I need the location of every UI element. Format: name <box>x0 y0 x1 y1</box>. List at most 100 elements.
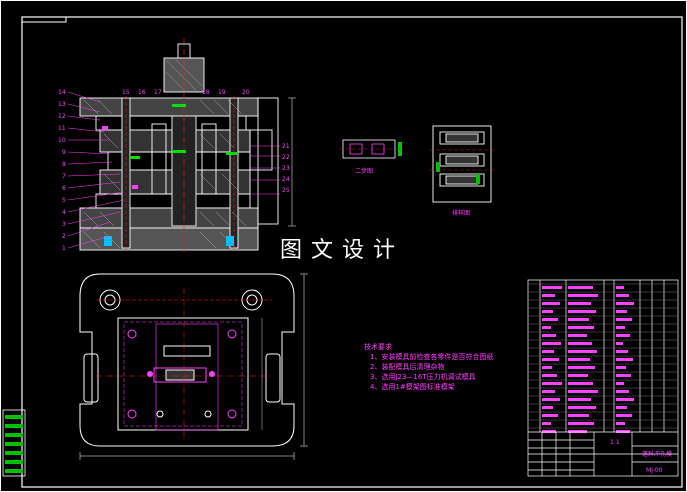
callout-number: 14 <box>58 89 66 96</box>
title-block-name: 落料冲孔模 <box>642 450 672 458</box>
parts-list-cell-mark <box>568 390 598 393</box>
parts-list-cell-mark <box>542 390 555 393</box>
parts-list-cell-mark <box>568 326 594 329</box>
parts-list-cell-mark <box>568 382 593 385</box>
parts-list-cell-mark <box>542 374 557 377</box>
callout-number: 2 <box>62 233 66 240</box>
tech-requirement-line: 2、装配模具后清理杂物 <box>370 363 445 371</box>
parts-list-cell-mark <box>542 406 553 409</box>
parts-list-cell-mark <box>616 358 633 361</box>
parts-list-cell-mark <box>542 302 560 305</box>
callout-number: 15 <box>122 89 130 96</box>
part-layout-view <box>430 125 494 203</box>
tech-requirements-title: 技术要求 <box>364 343 392 351</box>
parts-list-cell-mark <box>616 366 626 369</box>
callout-number: 17 <box>154 89 162 96</box>
callout-number: 21 <box>282 143 290 150</box>
parts-list-cell-mark <box>542 342 561 345</box>
parts-list-cell-mark <box>616 326 625 329</box>
parts-list-cell-mark <box>616 374 631 377</box>
plan-view <box>79 273 308 460</box>
parts-list-cell-mark <box>542 334 556 337</box>
technical-requirements: 技术要求 1、安装模具前检查各零件是否符合图纸 2、装配模具后清理杂物 3、选用… <box>364 342 493 392</box>
parts-list-cell-mark <box>542 318 558 321</box>
parts-list-cell-mark <box>616 334 630 337</box>
tech-requirement-line: 3、选用J23—16T压力机调试模具 <box>370 373 476 381</box>
callout-number: 1 <box>62 245 66 252</box>
parts-list-cell-mark <box>542 326 551 329</box>
callout-number: 5 <box>62 197 66 204</box>
parts-list-cell-mark <box>542 286 562 289</box>
parts-list-cell-mark <box>568 398 591 401</box>
parts-list-cell-mark <box>616 382 624 385</box>
parts-list-cell-mark <box>616 414 632 417</box>
callout-number: 18 <box>202 89 210 96</box>
callout-number: 4 <box>62 209 66 216</box>
parts-list-cell-mark <box>568 302 591 305</box>
parts-list <box>527 279 679 477</box>
parts-list-cell-mark <box>616 390 629 393</box>
parts-list-cell-mark <box>616 294 629 297</box>
parts-list-cell-mark <box>542 310 553 313</box>
parts-list-cell-mark <box>542 422 551 425</box>
callout-number: 9 <box>62 149 66 156</box>
parts-list-cell-mark <box>568 422 594 425</box>
callout-number: 7 <box>62 173 66 180</box>
strip-layout-label: 二步图 <box>355 168 374 175</box>
parts-list-cell-mark <box>542 358 559 361</box>
parts-list-cell-mark <box>616 350 628 353</box>
strip-layout-view <box>340 139 402 159</box>
parts-list-cell-mark <box>542 350 554 353</box>
callout-number: 12 <box>58 113 66 120</box>
part-layout-label: 排样图 <box>452 210 471 217</box>
parts-list-cell-mark <box>542 382 562 385</box>
parts-list-cell-mark <box>616 406 627 409</box>
callout-number: 11 <box>58 125 66 132</box>
parts-list-cell-mark <box>568 294 598 297</box>
parts-list-cell-mark <box>542 294 555 297</box>
title-block-scale: 1:1 <box>610 439 620 446</box>
callouts-top: 15 16 17 18 19 20 <box>122 89 250 96</box>
parts-list-cell-mark <box>568 334 587 337</box>
title-block-drawing-no: MJ-00 <box>646 467 663 474</box>
callout-number: 22 <box>282 154 290 161</box>
callout-number: 20 <box>242 89 250 96</box>
callout-number: 3 <box>62 221 66 228</box>
parts-list-cell-mark <box>568 414 589 417</box>
callout-number: 25 <box>282 187 290 194</box>
callout-number: 23 <box>282 165 290 172</box>
tech-requirement-line: 4、选用1#模架图标准模架 <box>370 383 455 391</box>
parts-list-cell-mark <box>616 398 634 401</box>
front-section-view <box>67 38 296 252</box>
parts-list-cell-mark <box>568 430 587 433</box>
callout-number: 24 <box>282 176 290 183</box>
parts-list-cell-mark <box>568 374 588 377</box>
parts-list-cell-mark <box>568 310 596 313</box>
parts-list-cell-mark <box>568 406 596 409</box>
parts-list-cell-mark <box>616 430 630 433</box>
parts-list-cell-mark <box>568 358 590 361</box>
parts-list-cell-mark <box>616 318 632 321</box>
callout-number: 13 <box>58 101 66 108</box>
parts-list-cell-mark <box>542 366 552 369</box>
parts-list-cell-mark <box>616 342 623 345</box>
parts-list-cell-mark <box>616 302 634 305</box>
parts-list-cell-mark <box>542 414 558 417</box>
parts-list-cell-mark <box>568 286 593 289</box>
parts-list-cell-mark <box>542 398 560 401</box>
callout-number: 16 <box>138 89 146 96</box>
parts-list-cell-mark <box>568 318 589 321</box>
tech-requirement-line: 1、安装模具前检查各零件是否符合图纸 <box>370 353 494 361</box>
inner-frame <box>21 16 683 488</box>
callout-number: 6 <box>62 185 66 192</box>
parts-list-cell-mark <box>568 366 595 369</box>
callouts-right: 21 22 23 24 25 <box>282 143 290 194</box>
parts-list-cell-mark <box>616 422 625 425</box>
parts-list-cell-mark <box>542 430 556 433</box>
parts-list-cell-mark <box>568 342 592 345</box>
callout-number: 19 <box>218 89 226 96</box>
parts-list-cell-mark <box>616 286 624 289</box>
left-marker-strip <box>2 409 26 477</box>
